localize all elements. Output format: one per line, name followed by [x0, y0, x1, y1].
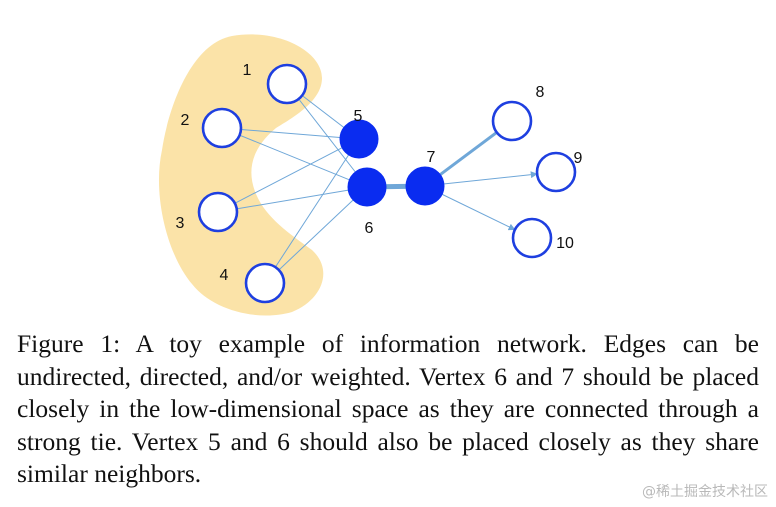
- vertex-label-3: 3: [176, 215, 185, 232]
- vertices-layer: 1 2 3 4 5 6 7 8 9 10: [176, 62, 583, 304]
- edge-1-6: [293, 92, 361, 179]
- vertex-label-5: 5: [354, 108, 363, 125]
- watermark: @稀土掘金技术社区: [642, 484, 768, 500]
- network-figure: 1 2 3 4 5 6 7 8 9 10: [158, 34, 583, 316]
- vertex-5: 5: [339, 108, 379, 159]
- vertex-circle-5: [339, 119, 379, 159]
- edge-3-5: [227, 143, 350, 208]
- vertex-label-10: 10: [556, 235, 574, 252]
- edge-7-8: [432, 126, 505, 181]
- edge-7-10: [434, 190, 516, 231]
- edge-4-6: [272, 194, 360, 276]
- vertex-label-4: 4: [220, 267, 229, 284]
- vertex-circle-6: [347, 167, 387, 207]
- vertex-label-8: 8: [536, 84, 545, 101]
- vertex-8: 8: [491, 84, 545, 142]
- vertex-label-7: 7: [427, 149, 436, 166]
- vertex-9: 9: [535, 150, 583, 193]
- vertex-circle-1: [266, 63, 308, 105]
- edge-1-5: [295, 90, 351, 133]
- edge-7-9: [435, 171, 538, 186]
- vertex-label-1: 1: [243, 62, 252, 79]
- vertex-circle-3: [197, 191, 239, 233]
- vertex-circle-4: [244, 262, 286, 304]
- vertex-circle-8: [491, 100, 533, 142]
- vertex-circle-7: [405, 166, 445, 206]
- vertex-3: 3: [176, 191, 239, 233]
- vertex-circle-9: [535, 151, 577, 193]
- vertex-4: 4: [220, 262, 286, 304]
- vertex-10: 10: [511, 217, 574, 259]
- vertex-circle-10: [511, 217, 553, 259]
- edge-4-5: [270, 148, 354, 274]
- vertex-7: 7: [405, 149, 445, 206]
- vertex-label-6: 6: [365, 220, 374, 237]
- vertex-6: 6: [347, 167, 387, 237]
- figure-caption: Figure 1: A toy example of information n…: [17, 329, 759, 488]
- edge-2-5: [232, 128, 349, 139]
- vertex-cluster-highlight: [158, 34, 324, 316]
- vertex-2: 2: [181, 107, 243, 149]
- vertex-1: 1: [243, 62, 308, 105]
- vertex-circle-2: [201, 107, 243, 149]
- edge-3-6: [228, 188, 357, 211]
- vertex-label-2: 2: [181, 112, 190, 129]
- vertex-label-9: 9: [574, 150, 583, 167]
